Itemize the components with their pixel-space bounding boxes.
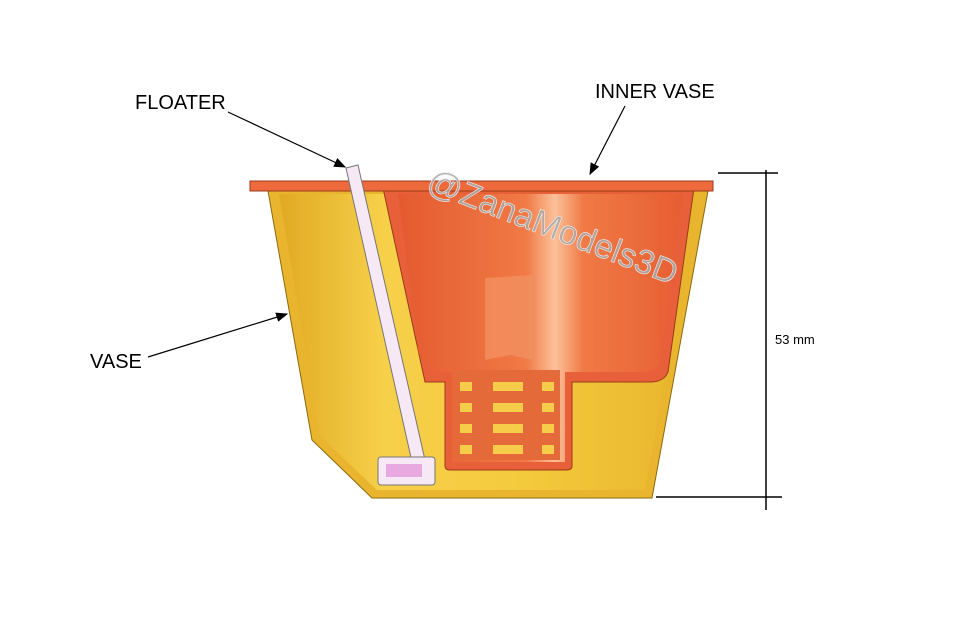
height-dimension-label: 53 mm [775,332,815,347]
inner-vase-arrow [589,105,626,176]
inner-vase-slots [460,382,554,454]
vase-arrow [147,312,289,358]
vase-label: VASE [90,351,142,373]
floater-arrow [227,111,347,168]
inner-vase-label: INNER VASE [595,81,715,103]
floater [345,164,436,486]
inner-vase [382,187,695,471]
rim [249,180,714,192]
floater-label: FLOATER [135,92,226,114]
height-dimension [656,170,782,510]
